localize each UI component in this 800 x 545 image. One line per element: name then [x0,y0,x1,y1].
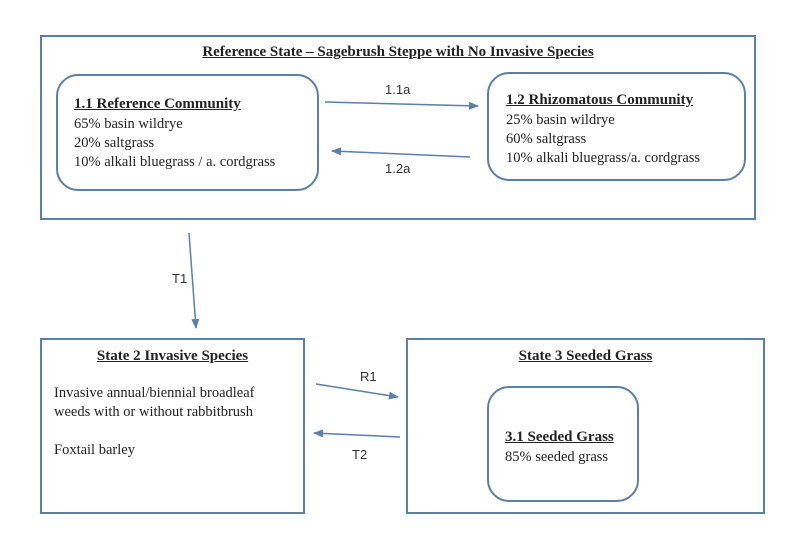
state-2-box: State 2 Invasive Species Invasive annual… [40,338,305,514]
community-1-1-title: 1.1 Reference Community [74,96,241,112]
label-t1: T1 [172,271,188,286]
arrow-r1 [315,383,399,400]
community-1-2-box: 1.2 Rhizomatous Community 25% basin wild… [487,72,746,181]
community-1-2-title: 1.2 Rhizomatous Community [506,92,694,108]
community-3-1-line: 85% seeded grass [505,449,609,465]
arrow-t2 [313,429,401,438]
community-3-1-title: 3.1 Seeded Grass [505,429,614,445]
state-2-line: Foxtail barley [54,442,135,458]
community-1-2-line: 10% alkali bluegrass/a. cordgrass [506,150,701,166]
arrow-1-1a [324,101,479,110]
state-3-title: State 3 Seeded Grass [518,348,653,364]
community-1-1-line: 10% alkali bluegrass / a. cordgrass [74,154,276,170]
state-2-title: State 2 Invasive Species [96,348,249,364]
community-1-2-line: 25% basin wildrye [506,112,615,128]
community-3-1-box: 3.1 Seeded Grass 85% seeded grass [487,386,639,502]
label-1-1a: 1.1a [385,82,411,97]
state-2-line: weeds with or without rabbitbrush [54,404,253,420]
community-1-1-line: 65% basin wildrye [74,116,183,132]
community-1-2-line: 60% saltgrass [506,131,587,147]
label-1-2a: 1.2a [385,161,411,176]
arrow-t1 [188,232,200,329]
label-t2: T2 [352,447,368,462]
state-2-line: Invasive annual/biennial broadleaf [54,385,255,401]
community-1-1-box: 1.1 Reference Community 65% basin wildry… [56,74,319,191]
label-r1: R1 [360,369,377,384]
reference-state-title: Reference State – Sagebrush Steppe with … [202,44,594,60]
arrow-1-2a [331,147,471,158]
community-1-1-line: 20% saltgrass [74,135,155,151]
